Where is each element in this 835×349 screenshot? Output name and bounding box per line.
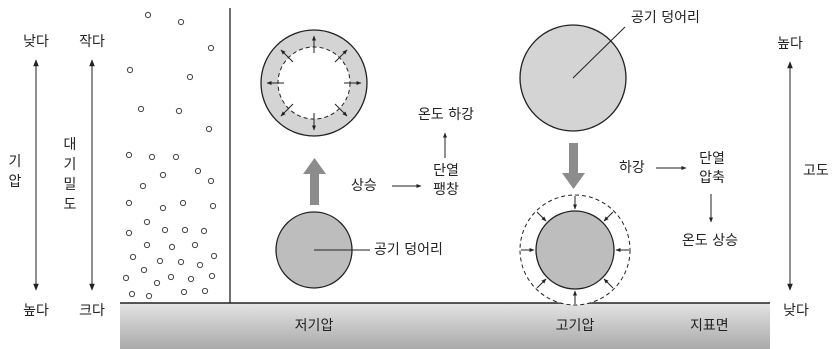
temperature-drop-label: 온도 하강 [418, 107, 474, 123]
pressure-bottom-label: 높다 [23, 303, 49, 319]
altitude-axis-label: 고도 [803, 163, 829, 179]
high-altitude-parcel-label: 공기 덩어리 [631, 10, 700, 26]
density-top-label: 작다 [79, 34, 105, 50]
ground-surface [120, 303, 770, 349]
adiabatic-compression-line1: 단열 [699, 151, 725, 167]
low-pressure-air-parcel [275, 211, 370, 289]
expanded-air-parcel [260, 29, 368, 137]
rise-label: 상승 [351, 178, 377, 194]
adiabatic-expansion-line1: 단열 [433, 163, 459, 179]
altitude-top-label: 높다 [777, 36, 803, 52]
temperature-rise-label: 온도 상승 [682, 233, 738, 249]
density-bottom-label: 크다 [79, 303, 105, 319]
high-pressure-label: 고기압 [555, 318, 595, 334]
low-pressure-parcel-label: 공기 덩어리 [374, 242, 443, 258]
adiabatic-compression-line2: 압축 [699, 170, 725, 186]
air-density-dots [122, 11, 218, 300]
sink-label: 하강 [619, 160, 645, 176]
high-altitude-air-parcel [519, 24, 627, 132]
low-pressure-label: 저기압 [294, 318, 334, 334]
adiabatic-expansion-line2: 팽창 [433, 182, 459, 198]
sinking-arrow [562, 143, 585, 189]
altitude-bottom-label: 낮다 [783, 303, 809, 319]
rising-arrow [303, 158, 326, 205]
compressed-air-parcel [519, 194, 631, 306]
ground-surface-label: 지표면 [690, 318, 729, 334]
pressure-top-label: 낮다 [23, 34, 49, 50]
